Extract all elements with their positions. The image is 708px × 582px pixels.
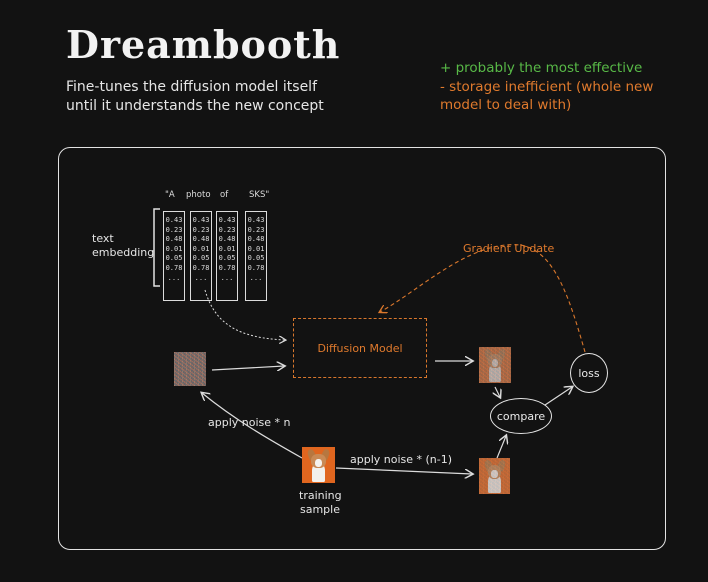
token-label: "A [165, 190, 175, 200]
embedding-value: 0.01 [218, 244, 236, 253]
subtitle-line-1: Fine-tunes the diffusion model itself [66, 79, 317, 95]
arrow-gradient-update [380, 244, 586, 353]
embedding-value: 0.05 [165, 254, 183, 263]
embedding-value: 0.01 [247, 244, 265, 253]
embedding-value: ... [167, 273, 181, 282]
embedding-value: 0.48 [192, 235, 210, 244]
embedding-value: ... [220, 273, 234, 282]
diffusion-model-box: Diffusion Model [293, 318, 427, 378]
noisy-input-image [174, 352, 206, 386]
embedding-value: 0.43 [192, 216, 210, 224]
embedding-value: 0.05 [192, 254, 210, 263]
text-embedding-label-2: embedding [92, 246, 155, 259]
diagram-frame [58, 147, 666, 550]
con-note-line-2: model to deal with) [440, 97, 572, 113]
embedding-value: 0.23 [165, 225, 183, 234]
embedding-column: 0.43 0.23 0.48 0.01 0.05 0.78 ... [245, 211, 267, 301]
embedding-value: 0.05 [247, 254, 265, 263]
token-label: of [220, 190, 229, 200]
token-label: photo [186, 190, 211, 200]
arrow-compare-to-loss [544, 387, 572, 406]
compare-label: compare [496, 409, 546, 423]
embedding-value: 0.23 [192, 225, 210, 234]
page-title: Dreambooth [66, 22, 341, 67]
embedding-value: 0.43 [165, 216, 183, 224]
arrow-output-to-compare [495, 386, 500, 397]
embedding-value: 0.23 [218, 225, 236, 234]
embedding-value: 0.01 [192, 244, 210, 253]
embedding-value: 0.78 [192, 263, 210, 272]
embedding-value: 0.43 [218, 216, 236, 224]
loss-label: loss [578, 366, 600, 380]
predicted-image [479, 347, 511, 383]
embedding-column: 0.43 0.23 0.48 0.01 0.05 0.78 ... [163, 211, 185, 301]
embedding-bracket [153, 208, 160, 287]
pro-note: + probably the most effective [440, 60, 643, 76]
embedding-value: 0.23 [247, 225, 265, 234]
embedding-value: 0.48 [218, 235, 236, 244]
compare-node: compare [490, 398, 552, 434]
gradient-update-label: Gradient Update [463, 242, 555, 255]
training-sample-label-1: training [299, 489, 342, 502]
con-note-line-1: - storage inefficient (whole new [440, 79, 654, 95]
subtitle-line-2: until it understands the new concept [66, 98, 324, 114]
embedding-value: 0.48 [247, 235, 265, 244]
loss-node: loss [570, 353, 608, 393]
embedding-value: ... [249, 273, 263, 282]
target-image [479, 458, 510, 494]
arrow-embedding-to-model [204, 289, 285, 340]
arrow-sample-to-noisy [202, 393, 303, 459]
arrow-sample-to-target [335, 467, 472, 474]
apply-noise-n1-label: apply noise * (n-1) [350, 453, 453, 466]
embedding-value: 0.01 [165, 244, 183, 253]
embedding-column: 0.43 0.23 0.48 0.01 0.05 0.78 ... [190, 211, 212, 301]
embedding-value: 0.48 [165, 235, 183, 244]
text-embedding-label-1: text [92, 232, 114, 245]
embedding-value: ... [194, 273, 208, 282]
embedding-column: 0.43 0.23 0.48 0.01 0.05 0.78 ... [216, 211, 238, 301]
embedding-value: 0.78 [247, 263, 265, 272]
training-sample-label-2: sample [300, 503, 340, 516]
arrow-noise-to-model [211, 366, 284, 370]
embedding-value: 0.78 [165, 263, 183, 272]
embedding-value: 0.78 [218, 263, 236, 272]
token-label: SKS" [249, 190, 270, 200]
embedding-value: 0.43 [247, 216, 265, 224]
apply-noise-n-label: apply noise * n [208, 416, 291, 429]
embedding-value: 0.05 [218, 254, 236, 263]
diffusion-model-label: Diffusion Model [317, 341, 403, 355]
training-sample-image [302, 447, 335, 483]
arrow-target-to-compare [496, 436, 506, 459]
